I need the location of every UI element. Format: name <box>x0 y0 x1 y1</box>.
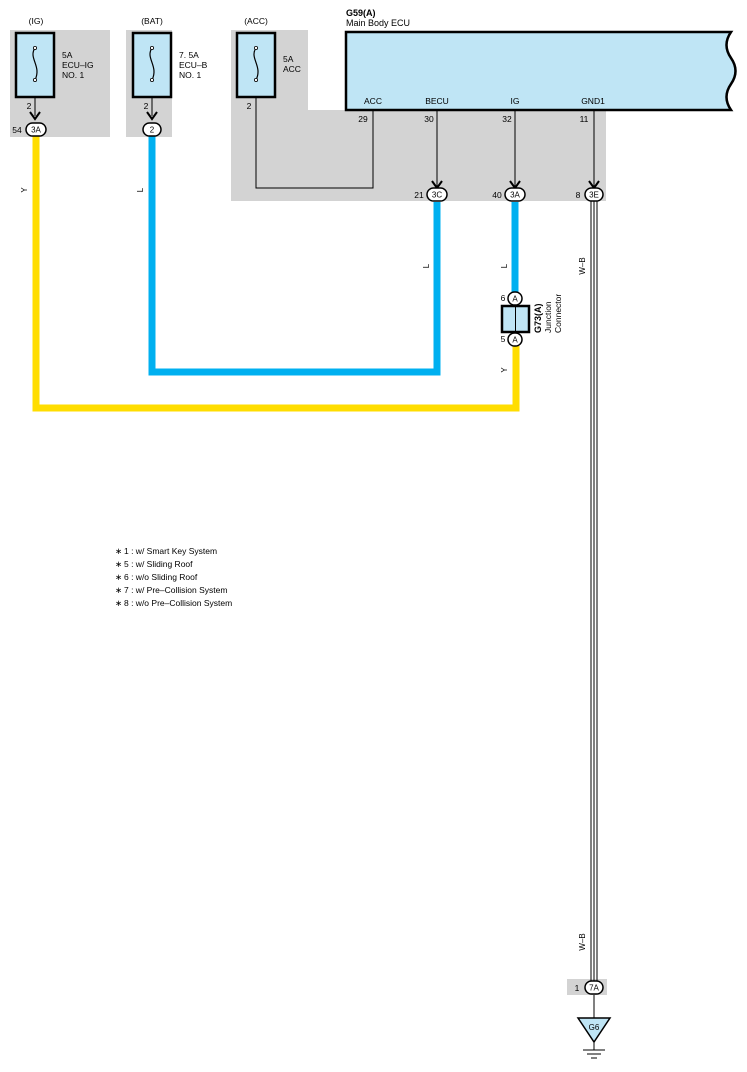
acc-fuse-rating: 5A <box>283 54 294 64</box>
connector-3a-ig-fuse <box>25 122 47 137</box>
acc-fuse-name: ACC <box>283 64 301 74</box>
bat-fuse-pin: 2 <box>144 101 149 111</box>
bat-fuse-terminal-arrow-icon <box>146 111 158 121</box>
junction-bottom-terminal-letter: A <box>512 336 518 345</box>
ground-point-triangle <box>576 1017 612 1044</box>
junction-bottom-pin: 5 <box>501 334 506 344</box>
connector-7a-ground <box>584 980 604 995</box>
note-8-mark: ∗ <box>115 598 122 608</box>
ground-code: G6 <box>589 1023 600 1032</box>
wire-label-y-junction: Y <box>500 367 509 373</box>
junction-name-2: Connector <box>553 294 563 333</box>
connector-2-bat-fuse <box>142 122 162 137</box>
junction-top-terminal-letter: A <box>512 295 518 304</box>
yellow-wire-ig <box>32 136 520 412</box>
connector-3e-gnd-pin: 8 <box>576 190 581 200</box>
ecu-terminal-becu: BECU <box>425 96 449 106</box>
acc-fuse-pin: 2 <box>247 101 252 111</box>
ig-fuse-pin: 2 <box>27 101 32 111</box>
ecu-pin-ig: 32 <box>502 114 512 124</box>
ig-fuse-source: (IG) <box>29 16 44 26</box>
bat-fuse-name-2: NO. 1 <box>179 70 201 80</box>
note-1: 1 : w/ Smart Key System <box>124 546 217 556</box>
bat-fuse-element-icon <box>149 47 155 81</box>
ig-fuse <box>14 31 56 99</box>
connector-3c-becu-code: 3C <box>432 191 442 200</box>
connector-3c-becu-pin: 21 <box>414 190 424 200</box>
ig-fuse-element-icon <box>32 47 38 81</box>
wire-label-wb-bottom: W–B <box>578 933 587 950</box>
junction-name: Junction <box>543 301 553 333</box>
connector-2-bat-fuse-code: 2 <box>150 126 155 135</box>
ground-icon <box>583 1042 605 1059</box>
ecu-terminal-ig: IG <box>511 96 520 106</box>
wire-label-l-left: L <box>136 187 145 192</box>
note-6: 6 : w/o Sliding Roof <box>124 572 198 582</box>
ecu-pin-becu: 30 <box>424 114 434 124</box>
wire-label-l-becu: L <box>422 263 431 268</box>
acc-fuse-element-icon <box>253 47 259 81</box>
ig-fuse-terminal-arrow-icon <box>29 111 41 121</box>
note-7-mark: ∗ <box>115 585 122 595</box>
junction-bottom-terminal <box>507 332 523 347</box>
note-7: 7 : w/ Pre–Collision System <box>124 585 227 595</box>
connector-3a-ig-fuse-code: 3A <box>31 126 41 135</box>
acc-fuse <box>235 31 277 99</box>
connector-3c-becu <box>426 187 448 202</box>
connector-3a-ig-pin: 40 <box>492 190 502 200</box>
junction-code: G73(A) <box>533 303 543 333</box>
connector-3a-ig <box>504 187 526 202</box>
ecu-name: Main Body ECU <box>346 18 410 28</box>
bat-fuse-source: (BAT) <box>141 16 163 26</box>
main-body-ecu-box <box>344 30 737 112</box>
ig-fuse-rating: 5A <box>62 50 73 60</box>
note-5: 5 : w/ Sliding Roof <box>124 559 193 569</box>
bat-fuse-rating: 7. 5A <box>179 50 199 60</box>
note-8: 8 : w/o Pre–Collision System <box>124 598 232 608</box>
wire-label-wb-top: W–B <box>578 257 587 274</box>
notes: ∗ 1 : w/ Smart Key System ∗ 5 : w/ Slidi… <box>115 546 232 608</box>
note-6-mark: ∗ <box>115 572 122 582</box>
connector-3a-ig-code: 3A <box>510 191 520 200</box>
ecu-code: G59(A) <box>346 8 376 18</box>
note-1-mark: ∗ <box>115 546 122 556</box>
connector-3a-ig-fuse-pin: 54 <box>12 125 22 135</box>
acc-internal-wire <box>255 97 374 189</box>
blue-wire-bat <box>148 136 441 376</box>
acc-fuse-source: (ACC) <box>244 16 268 26</box>
note-5-mark: ∗ <box>115 559 122 569</box>
ig-fuse-name: ECU–IG <box>62 60 94 70</box>
ecu-pin-gnd1: 11 <box>580 114 589 124</box>
ig-fuse-name-2: NO. 1 <box>62 70 84 80</box>
wb-ground-wire <box>590 201 598 982</box>
connector-7a-ground-code: 7A <box>589 984 599 993</box>
connector-3e-gnd-code: 3E <box>589 191 599 200</box>
connector-7a-ground-pin: 1 <box>575 983 580 993</box>
bat-fuse <box>131 31 173 99</box>
ecu-terminal-acc: ACC <box>364 96 382 106</box>
connector-3e-gnd <box>584 187 604 202</box>
wire-label-l-ig: L <box>500 263 509 268</box>
ecu-pin-acc: 29 <box>358 114 368 124</box>
bat-fuse-name: ECU–B <box>179 60 208 70</box>
wire-label-y-left: Y <box>20 187 29 193</box>
junction-block-panel <box>231 30 606 201</box>
ecu-terminal-gnd1: GND1 <box>581 96 605 106</box>
junction-top-pin: 6 <box>501 293 506 303</box>
